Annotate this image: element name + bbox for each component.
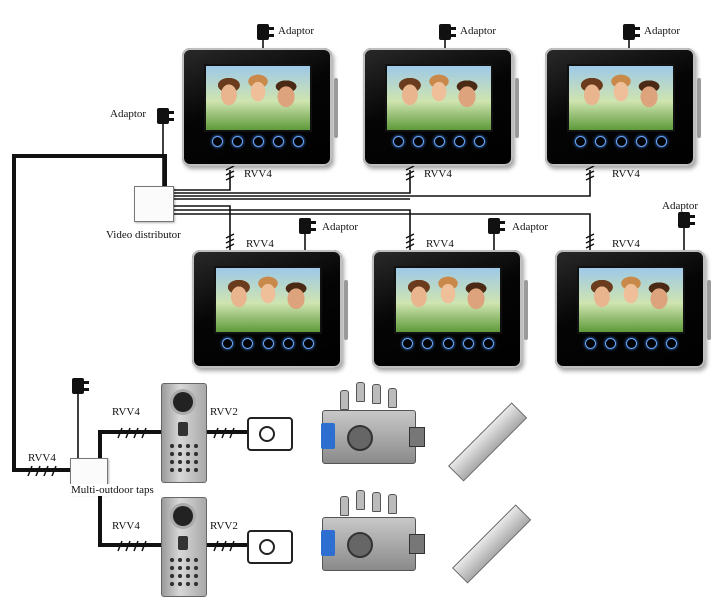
key-icon xyxy=(356,382,365,402)
fingerprint-icon xyxy=(178,536,188,550)
key-icon xyxy=(388,494,397,514)
keypad-icon xyxy=(168,442,200,476)
exit-button-icon xyxy=(247,530,293,564)
electric-lock-icon xyxy=(321,517,425,571)
adaptor-label-top-2: Adaptor xyxy=(460,25,497,37)
monitor-keys xyxy=(585,338,677,350)
key-icon xyxy=(356,490,365,510)
video-distributor-label: Video distributor xyxy=(106,229,181,241)
camera-icon xyxy=(173,506,193,526)
monitor-middle-3 xyxy=(555,250,711,368)
adaptor-label-mid-1: Adaptor xyxy=(322,221,359,233)
monitor-screen xyxy=(394,266,502,334)
video-distributor-icon xyxy=(134,186,174,222)
rvv2-label-outdoor-1: RVV2 xyxy=(210,406,238,418)
rvv4-label-mid-1: RVV4 xyxy=(246,238,274,250)
adaptor-label-top-3: Adaptor xyxy=(644,25,681,37)
adaptor-icon xyxy=(439,24,456,40)
adaptor-icon xyxy=(488,218,505,234)
adaptor-label-top-1: Adaptor xyxy=(278,25,315,37)
monitor-top-1 xyxy=(182,48,338,166)
monitor-keys xyxy=(575,136,667,148)
adaptor-icon xyxy=(72,378,89,394)
adaptor-icon xyxy=(678,212,695,228)
monitor-top-2 xyxy=(363,48,519,166)
outdoor-station-1 xyxy=(161,383,207,483)
adaptor-icon xyxy=(299,218,316,234)
monitor-screen xyxy=(577,266,685,334)
adaptor-label-mid-2: Adaptor xyxy=(512,221,549,233)
key-icon xyxy=(372,384,381,404)
monitor-keys xyxy=(212,136,304,148)
monitor-screen xyxy=(204,64,312,132)
rvv4-label-mid-2: RVV4 xyxy=(426,238,454,250)
camera-icon xyxy=(173,392,193,412)
keypad-icon xyxy=(168,556,200,590)
exit-button-icon xyxy=(247,417,293,451)
rvv4-label-top-2: RVV4 xyxy=(424,168,452,180)
multi-outdoor-taps-label: Multi-outdoor taps xyxy=(70,484,155,496)
adaptor-icon xyxy=(623,24,640,40)
fingerprint-icon xyxy=(178,422,188,436)
rvv4-label-outdoor-2: RVV4 xyxy=(112,520,140,532)
rvv4-label-outdoor-1: RVV4 xyxy=(112,406,140,418)
outdoor-station-2 xyxy=(161,497,207,597)
monitor-middle-2 xyxy=(372,250,528,368)
monitor-screen xyxy=(385,64,493,132)
key-icon xyxy=(340,390,349,410)
monitor-middle-1 xyxy=(192,250,348,368)
key-icon xyxy=(388,388,397,408)
rvv4-label-top-1: RVV4 xyxy=(244,168,272,180)
monitor-top-3 xyxy=(545,48,701,166)
monitor-screen xyxy=(567,64,675,132)
rvv4-label-mid-3: RVV4 xyxy=(612,238,640,250)
rvv4-label-riser: RVV4 xyxy=(28,452,56,464)
key-icon xyxy=(340,496,349,516)
rvv4-label-top-3: RVV4 xyxy=(612,168,640,180)
key-icon xyxy=(372,492,381,512)
rvv2-label-outdoor-2: RVV2 xyxy=(210,520,238,532)
adaptor-icon xyxy=(157,108,174,124)
monitor-keys xyxy=(393,136,485,148)
monitor-keys xyxy=(222,338,314,350)
adaptor-label-distributor: Adaptor xyxy=(110,108,147,120)
electric-lock-icon xyxy=(321,410,425,464)
adaptor-label-mid-3: Adaptor xyxy=(662,200,699,212)
adaptor-icon xyxy=(257,24,274,40)
monitor-screen xyxy=(214,266,322,334)
monitor-keys xyxy=(402,338,494,350)
